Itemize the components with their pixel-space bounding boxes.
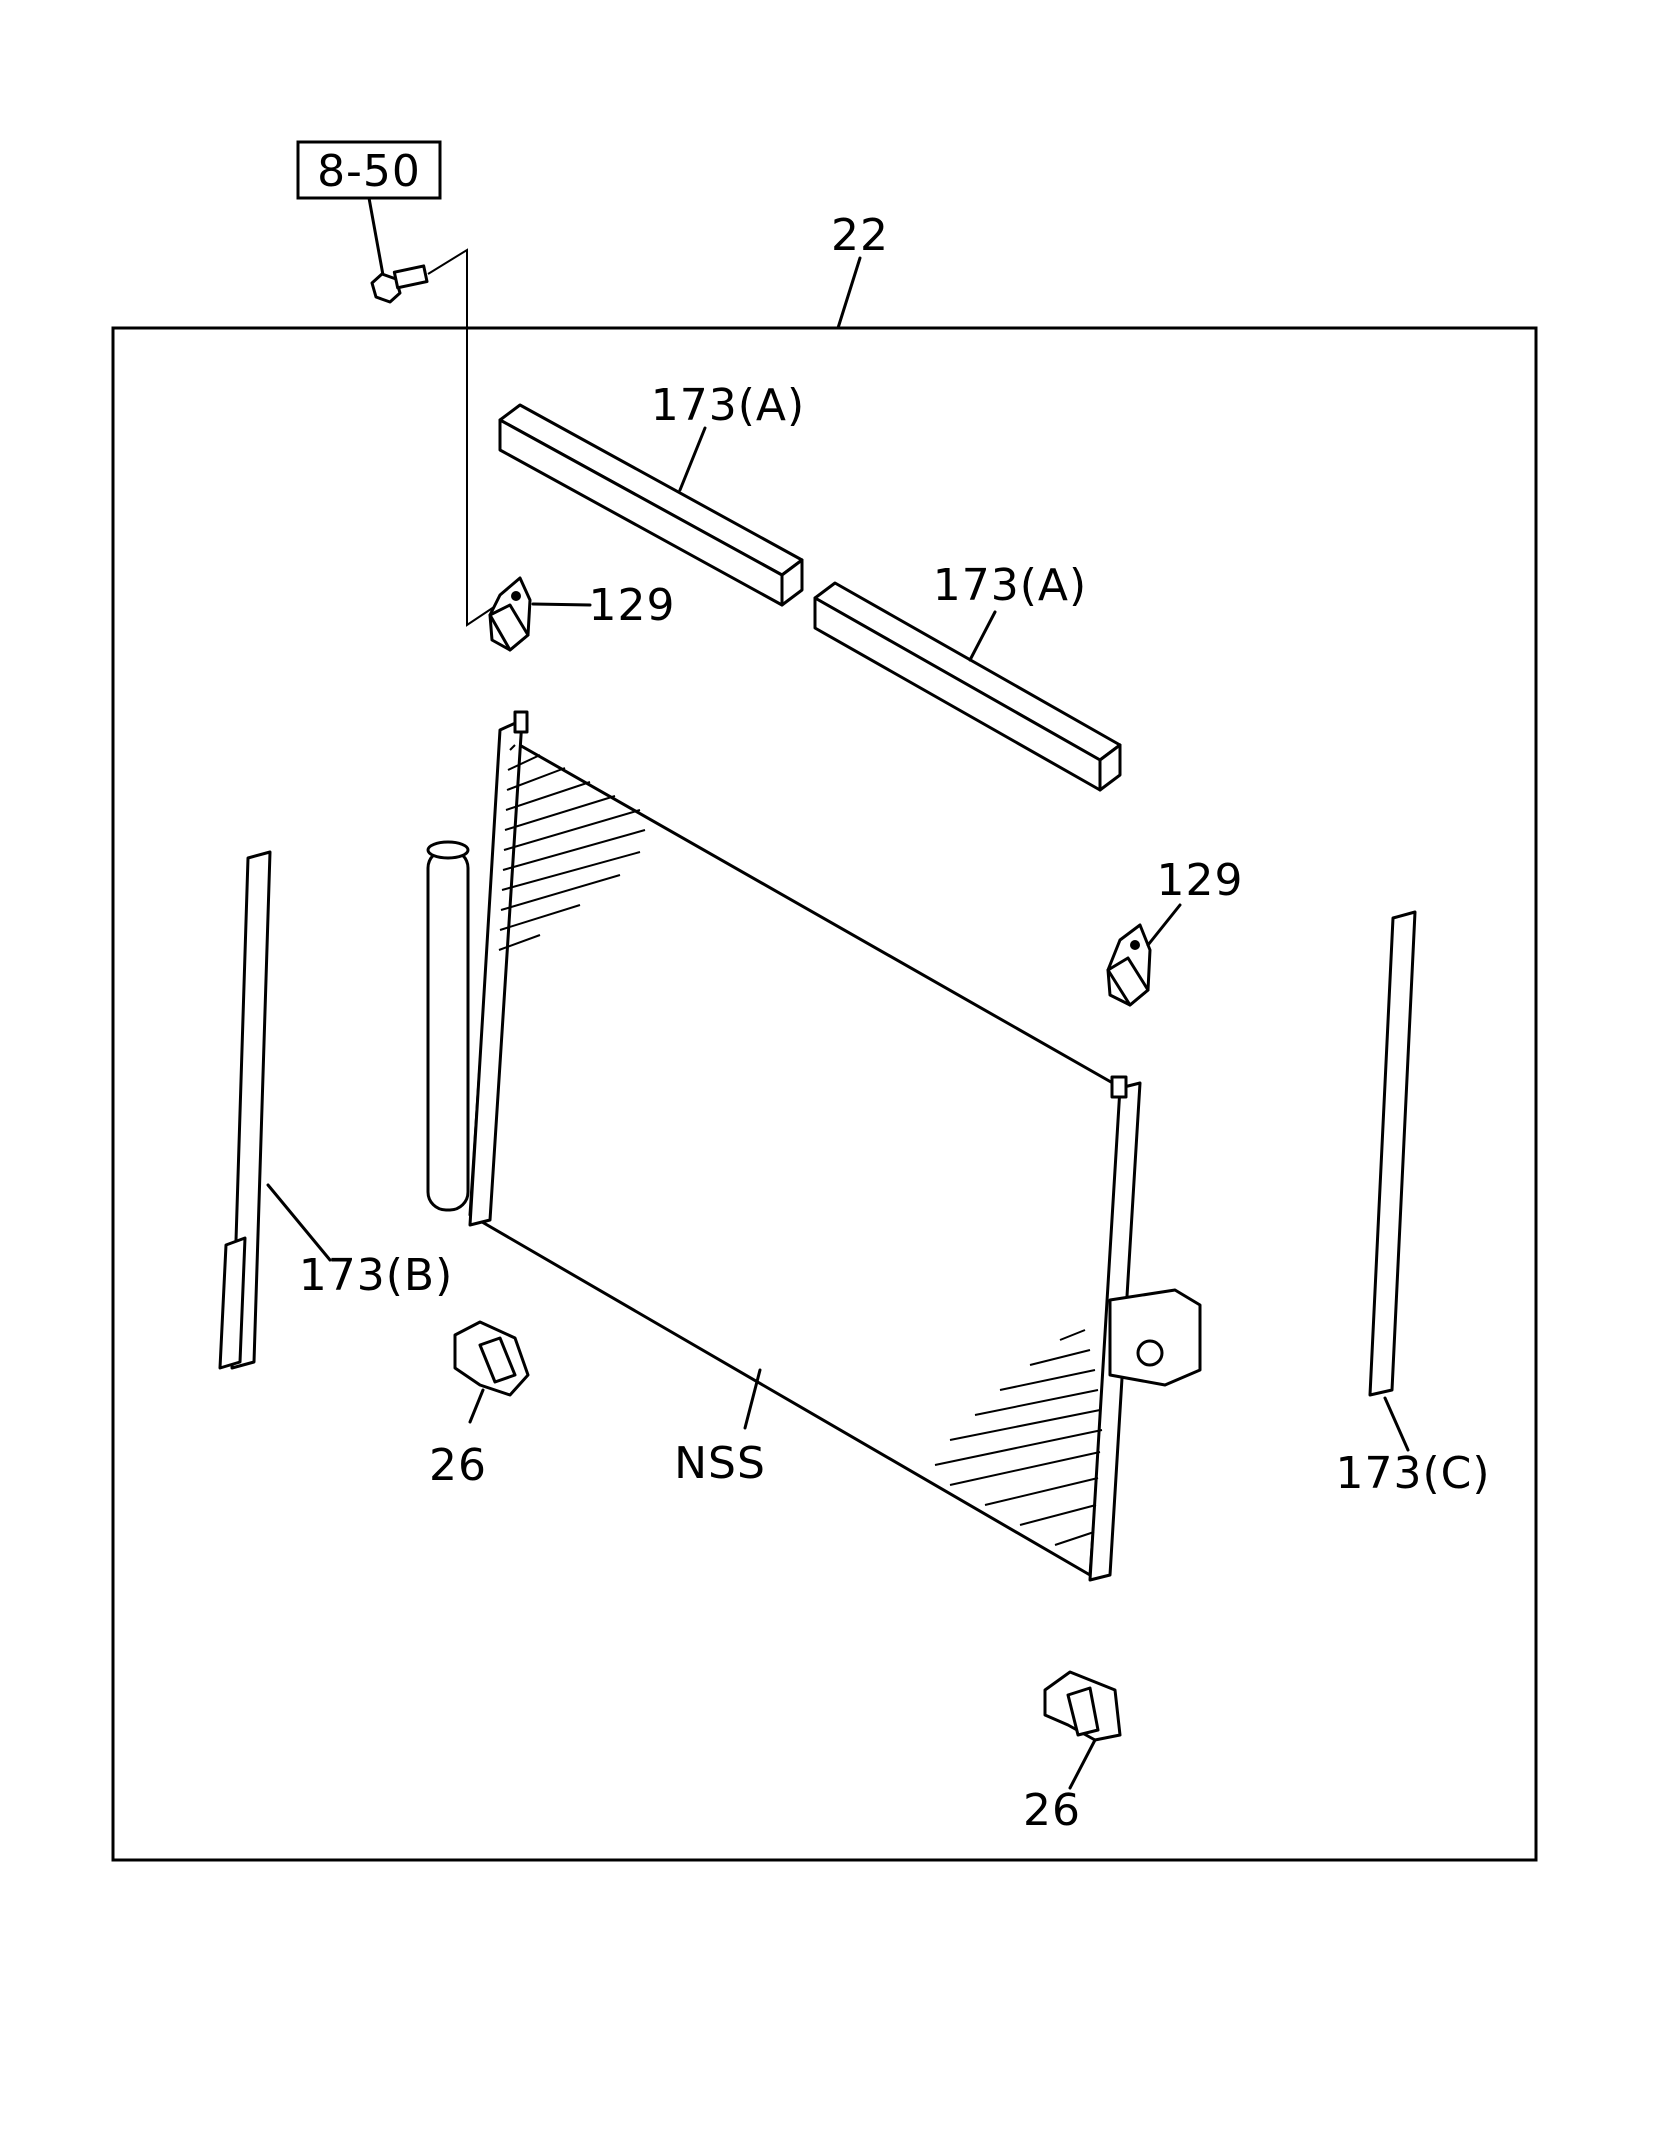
label-clip-2: 26 <box>1023 1785 1081 1836</box>
leader-condenser <box>743 1368 762 1430</box>
clip-1[interactable] <box>453 1320 530 1397</box>
condenser[interactable] <box>426 710 1202 1582</box>
label-bracket-2: 129 <box>1157 855 1244 906</box>
leader-bracket-2 <box>1146 903 1182 947</box>
bracket-2[interactable] <box>1106 923 1152 1007</box>
leader-seal-b <box>266 1183 332 1262</box>
leader-seal-c <box>1383 1396 1410 1452</box>
bracket-1[interactable] <box>488 576 532 652</box>
leader-kit <box>836 256 862 330</box>
leader-clip-1 <box>468 1388 485 1424</box>
kit-label: 22 <box>831 210 889 261</box>
label-seal-c: 173(C) <box>1335 1448 1490 1499</box>
leader-clip-2 <box>1068 1738 1097 1790</box>
clip-2[interactable] <box>1043 1670 1122 1742</box>
ref-box-8-50[interactable]: 8-50 <box>296 140 442 200</box>
leader-bracket-1 <box>531 602 592 607</box>
label-seal-a-2: 173(A) <box>933 560 1087 611</box>
leader-bolt <box>427 248 498 627</box>
label-condenser: NSS <box>674 1438 766 1489</box>
seal-a-2[interactable] <box>813 581 1122 792</box>
label-clip-1: 26 <box>429 1440 487 1491</box>
ref-box-label: 8-50 <box>317 146 421 197</box>
label-seal-b: 173(B) <box>299 1250 454 1301</box>
kit-frame <box>111 326 1538 1862</box>
bolt-icon <box>370 264 429 304</box>
seal-b[interactable] <box>218 850 272 1370</box>
label-bracket-1: 129 <box>589 580 676 631</box>
leader-ref-box <box>367 196 385 277</box>
seal-c[interactable] <box>1368 910 1417 1397</box>
leader-seal-a-2 <box>968 610 997 662</box>
leader-seal-a-1 <box>678 426 707 492</box>
seal-a-1[interactable] <box>498 403 804 607</box>
label-seal-a-1: 173(A) <box>651 380 805 431</box>
